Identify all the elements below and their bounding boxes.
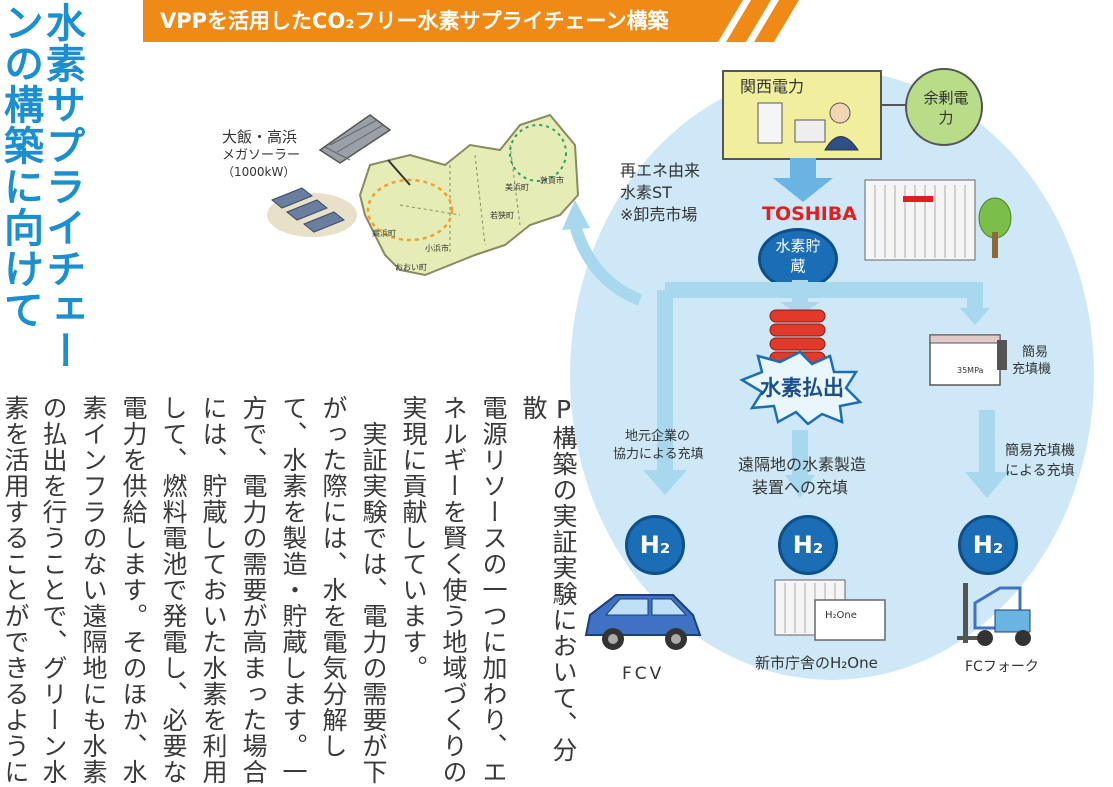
return-arrow [562,200,643,306]
fukui-map [358,113,580,277]
h2-badge: H₂ [625,515,685,575]
body-col-3: ネルギーを賢く使う地域づくりの [439,395,468,785]
fcv-car-icon [584,594,702,650]
banner-title: VPPを活用したCO₂フリー水素サプライチェーン構築 [160,9,669,33]
branch-left-1: 地元企業の [625,429,691,444]
kepco-label: 関西電力 [740,77,805,96]
forklift-label: FCフォーク [965,659,1039,675]
arrow-mid [785,430,815,498]
heading-col-2: ンの構築に向けて [0,2,43,330]
body-col-8: 方で、電力の需要が高まった場合 [239,395,268,785]
town-label: 高浜町 [372,229,396,238]
megasolar-icon [318,114,392,164]
fcv-label: FCV [622,664,665,684]
body-col-10: して、燃料電池で発電し、必要な [159,395,188,785]
solar-label-2: メガソーラー [222,148,301,163]
town-label: 若狭町 [490,211,514,220]
body-col-2: 電源リソースの一つに加わり、エ [479,395,508,785]
body-col-1: P構築の実証実験において、分散 [519,395,578,763]
h2one-box-label: H₂One [825,610,857,621]
flow-arrow-down [773,158,833,202]
dispatch-burst [739,350,863,425]
body-col-13: の払出を行うことで、グリーン水 [39,395,68,785]
arrow-right [965,410,1009,498]
kepco-box [722,70,882,160]
station-line: 再エネ由来 [620,161,701,180]
distribution-arrows [643,280,990,495]
surplus-label: 余剰電力 [923,89,969,127]
h2one-label: 新市庁舎のH₂One [755,654,878,672]
filler-label-2: 充填機 [1012,362,1052,377]
h2one-building-icon [774,579,886,641]
dispatch-label: 水素払出 [760,376,844,400]
body-col-9: には、貯蔵しておいた水素を利用 [199,395,228,785]
town-label: おおい町 [395,263,427,272]
toshiba-logo: TOSHIBA [762,203,857,225]
office-worker-icon [757,102,859,151]
section-banner [143,0,799,42]
simple-filler-icon [929,334,1007,386]
filler-pressure: 35MPa [957,366,984,375]
body-col-4: 実現に貢献しています。 [399,395,428,681]
branch-mid-1: 遠隔地の水素製造 [738,455,867,474]
solar-panel-icon [267,187,357,237]
branch-mid-2: 装置への充填 [752,478,849,497]
body-col-6: がった際には、水を電気分解し [319,395,348,759]
body-col-5: 実証実験では、電力の需要が下 [359,395,388,785]
town-label: 敦賀市 [540,176,564,185]
solar-label-3: （1000kW） [222,165,296,179]
station-line: 水素ST [620,183,672,202]
storage-label: 水素貯蔵 [775,237,821,275]
forklift-icon [957,583,1031,646]
body-col-14: 素を活用することができるように [1,395,30,785]
town-label: 小浜市 [425,244,449,253]
heading-col-1: 水素サプライチェー [39,2,85,371]
branch-left-2: 協力による充填 [613,447,704,462]
town-label: 美浜町 [505,183,529,192]
branch-right-1: 簡易充填機 [1005,443,1075,459]
solar-label-1: 大飯・高浜 [222,128,298,146]
body-col-7: て、水素を製造・貯蔵します。一 [279,395,308,785]
filler-label-1: 簡易 [1022,345,1049,360]
branch-right-2: による充填 [1005,463,1075,479]
toshiba-building-icon [864,179,1012,261]
body-col-12: 素インフラのない遠隔地にも水素 [79,395,108,785]
station-line: ※卸売市場 [620,205,698,224]
h2-badge: H₂ [778,515,838,575]
surplus-power-badge [905,68,983,146]
hydrogen-tank-icon [769,309,826,365]
h2-badge: H₂ [958,515,1018,575]
body-col-11: 電力を供給します。そのほか、水 [119,395,148,785]
